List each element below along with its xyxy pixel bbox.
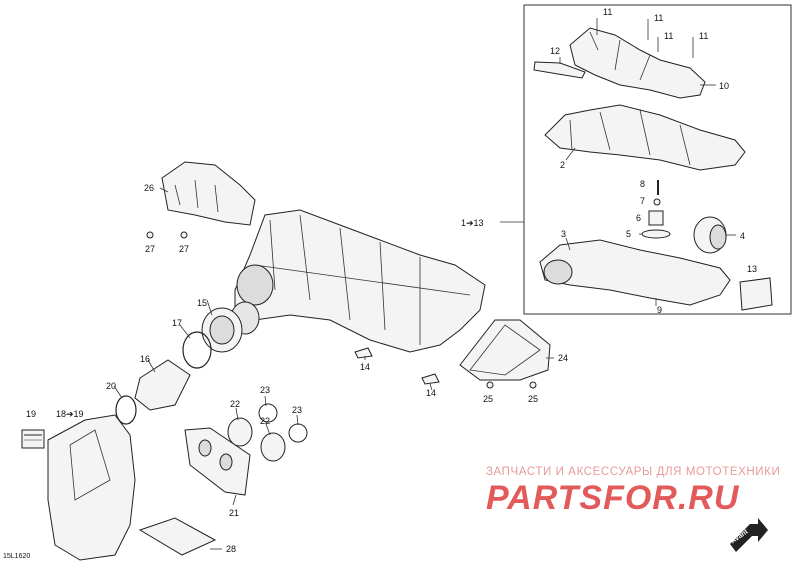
callout-26: 26 (144, 183, 154, 193)
callout-6: 6 (636, 213, 641, 223)
callout-8: 8 (640, 179, 645, 189)
part-14-clip-a (354, 347, 373, 359)
callout-24: 24 (558, 353, 568, 363)
leader-lines (113, 18, 736, 550)
callout-25: 25 (528, 394, 538, 404)
callout-1-to-13: 1➔13 (461, 218, 484, 228)
part-19-lower-box (47, 414, 136, 561)
part-27-fastener-b (180, 231, 188, 239)
part-16-tube (134, 359, 191, 411)
part-27-fastener-a (146, 231, 154, 239)
part-6-spring (648, 210, 664, 226)
callout-4: 4 (740, 231, 745, 241)
callout-25: 25 (483, 394, 493, 404)
callout-16: 16 (140, 354, 150, 364)
callout-23: 23 (260, 385, 270, 395)
watermark-tagline: ЗАПЧАСТИ И АКСЕССУАРЫ ДЛЯ МОТОТЕХНИКИ (486, 466, 781, 478)
part-22-coupler-a (227, 417, 253, 447)
callout-11: 11 (603, 7, 612, 17)
callout-labels: 11 11 11 11 12 10 2 8 7 6 5 4 3 9 13 1➔1… (26, 7, 757, 554)
callout-21: 21 (229, 508, 239, 518)
part-20-oring (115, 395, 137, 425)
part-18-label (21, 429, 45, 449)
drawing-code: 15L1620 (3, 553, 31, 560)
part-10-top-cover (569, 27, 706, 99)
watermark-logo: PARTSFOR.RU (486, 479, 740, 517)
callout-14: 14 (426, 388, 436, 398)
callout-20: 20 (106, 381, 116, 391)
callout-10: 10 (719, 81, 729, 91)
part-26-bracket (161, 161, 256, 226)
front-direction-badge (730, 518, 768, 552)
callout-28: 28 (226, 544, 236, 554)
callout-27: 27 (145, 244, 155, 254)
part-3-lower-housing (539, 239, 731, 306)
callout-23: 23 (292, 405, 302, 415)
part-23-clamp-b (288, 423, 308, 443)
part-25-fastener-b (529, 381, 537, 389)
part-14-clip-b (421, 373, 440, 385)
subassembly-frame (523, 4, 792, 315)
callout-17: 17 (172, 318, 182, 328)
callout-7: 7 (640, 196, 645, 206)
callout-14: 14 (360, 362, 370, 372)
callout-19: 19 (26, 409, 36, 419)
callout-3: 3 (561, 229, 566, 239)
part-24-frame (459, 319, 551, 381)
part-17-clamp (182, 331, 212, 369)
callout-9: 9 (657, 305, 662, 315)
callout-27: 27 (179, 244, 189, 254)
part-28-gasket (138, 517, 217, 556)
part-22-coupler-b (260, 432, 286, 462)
part-23-clamp-a (258, 403, 278, 423)
part-13-foam (739, 277, 773, 311)
callout-18-to-19: 18➔19 (56, 409, 84, 419)
callout-13: 13 (747, 264, 757, 274)
part-25-fastener-a (486, 381, 494, 389)
callout-12: 12 (550, 46, 560, 56)
part-5-plate (641, 229, 671, 239)
callout-11: 11 (664, 31, 673, 41)
callout-15: 15 (197, 298, 207, 308)
callout-11: 11 (699, 31, 708, 41)
callout-22: 22 (230, 399, 240, 409)
callout-2: 2 (560, 160, 565, 170)
callout-5: 5 (626, 229, 631, 239)
part-7-washer (653, 198, 661, 206)
callout-11: 11 (654, 13, 663, 23)
part-2-housing (544, 104, 746, 171)
callout-22: 22 (260, 416, 270, 426)
main-airbox (234, 209, 486, 353)
